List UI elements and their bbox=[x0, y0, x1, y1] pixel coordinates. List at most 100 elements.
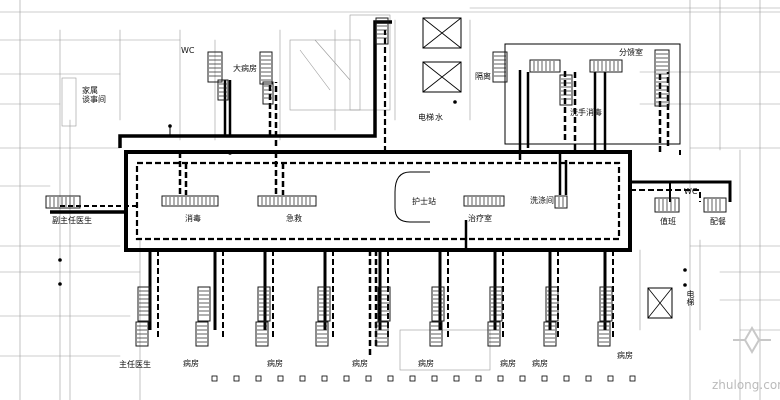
elevator-top-2-cross bbox=[422, 61, 462, 93]
device-ward-1-a bbox=[197, 286, 211, 322]
bottom-node-10 bbox=[431, 375, 438, 382]
extension-right-solid bbox=[630, 180, 732, 202]
isolation-block-outline bbox=[504, 43, 681, 145]
device-isolation-5 bbox=[559, 74, 573, 106]
label-treatment: 治疗室 bbox=[468, 214, 492, 223]
marker-dot-7 bbox=[683, 283, 687, 287]
bottom-node-14 bbox=[519, 375, 526, 382]
bottom-node-11 bbox=[453, 375, 460, 382]
device-vice-director bbox=[45, 195, 81, 209]
bottom-node-13 bbox=[497, 375, 504, 382]
device-ward-2-a bbox=[257, 286, 271, 322]
device-ward-5-b bbox=[429, 321, 443, 347]
bottom-node-15 bbox=[541, 375, 548, 382]
watermark: zhulong.com bbox=[712, 378, 780, 392]
device-emergency bbox=[257, 195, 317, 207]
device-isolation-3 bbox=[589, 59, 623, 73]
device-ward-7-b bbox=[543, 321, 557, 347]
marker-dot-2 bbox=[468, 150, 472, 154]
label-ward-7: 病房 bbox=[617, 351, 633, 360]
label-water: 水 bbox=[435, 113, 443, 122]
bottom-node-0 bbox=[211, 375, 218, 382]
bottom-node-16 bbox=[563, 375, 570, 382]
branch-big-ward-b bbox=[268, 82, 278, 146]
trunk-lower-mid bbox=[368, 250, 378, 356]
bottom-node-9 bbox=[409, 375, 416, 382]
elevator-top-1 bbox=[422, 17, 462, 49]
watermark-seal bbox=[733, 326, 771, 354]
bottom-node-19 bbox=[629, 375, 636, 382]
label-wash-room: 洗涤间 bbox=[530, 196, 554, 205]
label-ward-3: 病房 bbox=[352, 359, 368, 368]
marker-dot-4 bbox=[58, 258, 62, 262]
device-treatment bbox=[463, 195, 505, 207]
nurse-station-counter bbox=[394, 171, 430, 223]
label-pantry: 配餐 bbox=[710, 217, 726, 226]
label-family-room: 家属 谈事间 bbox=[82, 86, 106, 104]
label-big-ward: 大病房 bbox=[233, 64, 257, 73]
tap-emergency bbox=[274, 152, 285, 195]
label-ward-6: 病房 bbox=[532, 359, 548, 368]
bottom-node-3 bbox=[277, 375, 284, 382]
extension-right-dashed bbox=[630, 189, 701, 202]
tap-disinfect bbox=[178, 152, 188, 195]
bottom-node-5 bbox=[321, 375, 328, 382]
bottom-node-4 bbox=[299, 375, 306, 382]
label-dist-room: 分馈室 bbox=[619, 48, 643, 57]
bottom-node-17 bbox=[585, 375, 592, 382]
room-lower-partition bbox=[399, 329, 491, 371]
label-nurse-station: 护士站 bbox=[412, 197, 436, 206]
label-ward-5: 病房 bbox=[500, 359, 516, 368]
label-isolation: 隔离 bbox=[475, 72, 491, 81]
label-disinfect: 消毒 bbox=[185, 214, 201, 223]
room-stair-area bbox=[349, 14, 391, 111]
device-ward-5-a bbox=[431, 286, 445, 322]
device-ward-1-b bbox=[195, 321, 209, 347]
bottom-node-8 bbox=[387, 375, 394, 382]
device-ward-6-b bbox=[487, 321, 501, 347]
device-ward-7-a bbox=[545, 286, 559, 322]
branch-isolation-3 bbox=[593, 72, 607, 152]
branch-isolation-2 bbox=[563, 70, 577, 150]
device-trunk-top bbox=[375, 17, 389, 45]
device-pantry bbox=[703, 197, 727, 213]
device-disinfect bbox=[161, 195, 219, 207]
elevator-top-1-cross bbox=[422, 17, 462, 49]
branch-big-ward-a bbox=[223, 80, 232, 136]
room-family-partition bbox=[61, 77, 77, 127]
tap-wash-room bbox=[558, 150, 568, 195]
device-isolation-1 bbox=[492, 51, 508, 83]
room-diagonal-lines bbox=[299, 39, 351, 91]
elevator-top-2 bbox=[422, 61, 462, 93]
device-ward-3-a bbox=[317, 286, 331, 322]
marker-dot-3 bbox=[453, 100, 457, 104]
device-ward-4-b bbox=[375, 321, 389, 347]
label-hand-wash: 洗手消毒 bbox=[570, 108, 602, 117]
main-conduit-outer bbox=[124, 150, 632, 252]
device-isolation-4 bbox=[654, 49, 670, 107]
device-big-ward-2 bbox=[259, 51, 273, 85]
label-elevator-right: 电梯 bbox=[686, 290, 695, 306]
bottom-node-7 bbox=[365, 375, 372, 382]
device-big-ward-2b bbox=[262, 81, 274, 105]
device-duty bbox=[654, 197, 680, 213]
device-ward-0-b bbox=[135, 321, 149, 347]
device-big-ward-1b bbox=[217, 79, 229, 101]
device-wash-room bbox=[554, 195, 568, 209]
marker-dot-5 bbox=[58, 282, 62, 286]
device-ward-2-b bbox=[255, 321, 269, 347]
device-ward-0-a bbox=[137, 286, 151, 322]
elevator-right-cross bbox=[647, 287, 673, 319]
label-ward-1: 病房 bbox=[183, 359, 199, 368]
label-ward-2: 病房 bbox=[267, 359, 283, 368]
marker-dot-0 bbox=[168, 124, 172, 128]
device-big-ward-1 bbox=[207, 51, 223, 83]
device-isolation-2 bbox=[529, 59, 561, 73]
label-director: 主任医生 bbox=[119, 360, 151, 369]
device-ward-4-a bbox=[377, 286, 391, 322]
bottom-node-12 bbox=[475, 375, 482, 382]
device-ward-8-b bbox=[597, 321, 611, 347]
branch-isolation-1 bbox=[518, 70, 530, 160]
bottom-node-6 bbox=[343, 375, 350, 382]
marker-dot-6 bbox=[683, 268, 687, 272]
